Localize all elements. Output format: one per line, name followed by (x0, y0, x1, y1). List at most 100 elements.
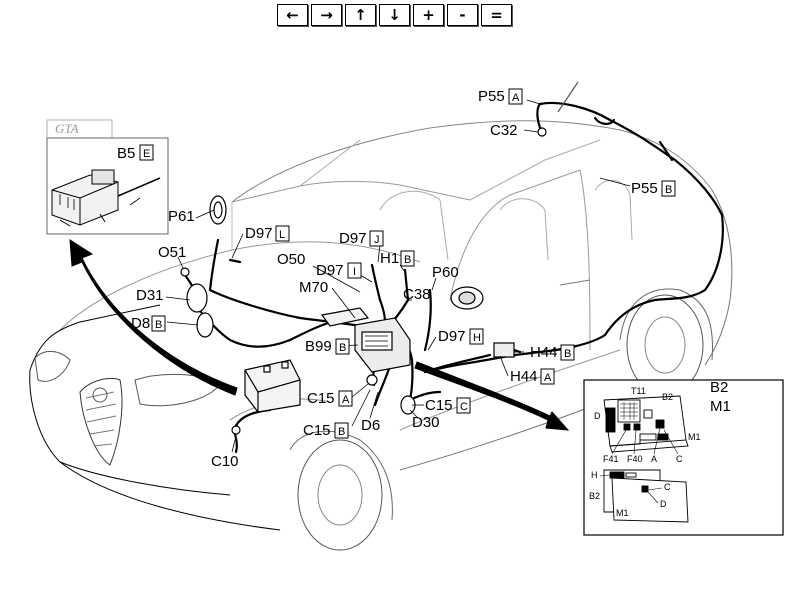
svg-text:P61: P61 (168, 208, 195, 225)
callout-labels: P55 A C32 P55 B B5 E P61 D97 L O51 D (117, 88, 676, 470)
svg-text:H44: H44 (530, 344, 558, 361)
fuse-label-f40: F40 (627, 454, 643, 464)
arrow-to-fusebox-detail (414, 361, 570, 431)
fuse-label-f41: F41 (603, 454, 619, 464)
engine-inset: GTA (46, 119, 169, 235)
arrow-to-engine-inset (69, 239, 238, 396)
label-c32: C32 (490, 122, 518, 139)
label-h1-b: H1 B (380, 250, 415, 267)
detail-arrows (69, 239, 570, 431)
svg-text:P55: P55 (631, 180, 658, 197)
zoom-out-button[interactable]: - (447, 4, 478, 26)
antenna (557, 81, 579, 113)
connector-c32 (537, 127, 547, 137)
svg-text:H: H (473, 332, 481, 344)
fuse-label-c-lower: C (664, 482, 671, 492)
svg-text:D97: D97 (339, 230, 367, 247)
label-b99-b: B99 B (305, 338, 350, 355)
label-d97-h: D97 H (438, 328, 484, 345)
svg-text:P60: P60 (432, 264, 459, 281)
label-p61: P61 (168, 208, 195, 225)
label-o51: O51 (158, 244, 186, 261)
label-c15-c: C15 C (425, 397, 471, 414)
svg-text:A: A (342, 394, 350, 406)
svg-text:B: B (665, 184, 672, 196)
label-d97-i: D97 I (316, 262, 362, 279)
fusebox-detail-inset: B2 M1 T11 B2 M1 D F41 F40 A C (583, 379, 784, 536)
switch-h44 (493, 342, 515, 358)
pan-left-button[interactable]: ← (277, 4, 308, 26)
fuse-label-m1: M1 (688, 432, 701, 442)
leader-lines (129, 99, 631, 453)
label-m70: M70 (299, 279, 328, 296)
label-d30: D30 (412, 414, 440, 431)
label-b5-e: B5 E (117, 144, 154, 162)
svg-text:C15: C15 (303, 422, 331, 439)
zoom-in-button[interactable]: + (413, 4, 444, 26)
svg-text:C38: C38 (403, 286, 431, 303)
svg-text:H1: H1 (380, 250, 399, 267)
pan-right-button[interactable]: → (311, 4, 342, 26)
svg-text:D6: D6 (361, 417, 380, 434)
svg-text:O50: O50 (277, 251, 305, 268)
svg-text:P55: P55 (478, 88, 505, 105)
zoom-reset-button[interactable]: = (481, 4, 512, 26)
svg-text:O51: O51 (158, 244, 186, 261)
fuse-label-d: D (594, 411, 601, 421)
label-d8-b: D8 B (131, 315, 166, 332)
svg-text:B: B (155, 319, 162, 331)
label-o50: O50 (277, 251, 305, 268)
svg-text:D31: D31 (136, 287, 164, 304)
label-c15-a: C15 A (307, 390, 353, 407)
fuse-label-a: A (651, 454, 657, 464)
svg-text:D8: D8 (131, 315, 150, 332)
pan-down-button[interactable]: ↓ (379, 4, 410, 26)
svg-text:E: E (143, 148, 150, 160)
svg-text:J: J (374, 234, 380, 246)
fuse-label-h: H (591, 470, 598, 480)
label-h44-b: H44 B (530, 344, 575, 361)
svg-text:C10: C10 (211, 453, 239, 470)
svg-text:M70: M70 (299, 279, 328, 296)
svg-text:B: B (404, 254, 411, 266)
pan-up-button[interactable]: ↑ (345, 4, 376, 26)
svg-text:A: A (544, 372, 552, 384)
label-d97-l: D97 L (245, 225, 290, 242)
svg-text:C: C (460, 401, 468, 413)
label-c10: C10 (211, 453, 239, 470)
svg-text:B: B (564, 348, 571, 360)
label-p60: P60 (432, 264, 459, 281)
fuse-label-m1-lower: M1 (616, 508, 629, 518)
fuse-label-d-lower: D (660, 499, 667, 509)
speaker-p61 (209, 195, 227, 225)
fuse-label-c: C (676, 454, 683, 464)
dash-fusebox-component (354, 317, 411, 373)
label-c15-b: C15 B (303, 422, 349, 439)
svg-text:D97: D97 (245, 225, 273, 242)
sensor-o51 (180, 267, 190, 277)
svg-text:L: L (279, 229, 285, 241)
svg-text:C15: C15 (307, 390, 335, 407)
fuse-label-t11: T11 (631, 386, 646, 396)
svg-text:A: A (512, 92, 520, 104)
label-m1: M1 (710, 398, 731, 415)
m70-module (320, 307, 370, 327)
svg-text:B: B (339, 342, 346, 354)
components (180, 81, 579, 435)
label-p55-a: P55 A (478, 88, 523, 105)
svg-text:C15: C15 (425, 397, 453, 414)
inset-logo: GTA (55, 121, 79, 136)
label-d31: D31 (136, 287, 164, 304)
svg-text:D30: D30 (412, 414, 440, 431)
label-d97-j: D97 J (339, 230, 384, 247)
horn-component (186, 283, 208, 313)
label-p55-b: P55 B (631, 180, 676, 197)
label-b2: B2 (710, 379, 728, 396)
ground-c15a (366, 374, 378, 386)
svg-text:D97: D97 (438, 328, 466, 345)
svg-text:B5: B5 (117, 145, 135, 162)
svg-text:H44: H44 (510, 368, 538, 385)
svg-text:I: I (353, 266, 356, 278)
svg-text:D97: D97 (316, 262, 344, 279)
